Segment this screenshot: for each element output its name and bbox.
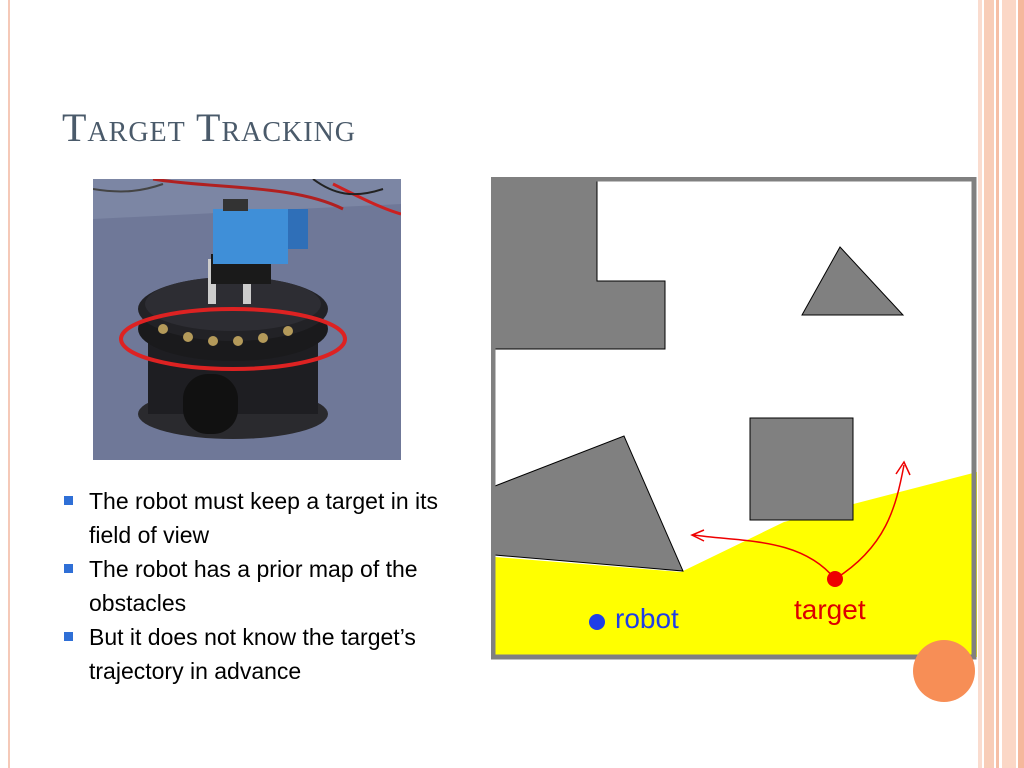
target-marker-icon [827, 571, 843, 587]
stripe [1018, 0, 1024, 768]
slide-title: Target Tracking [62, 105, 357, 150]
bullet-text: The robot must keep a target in its fiel… [89, 488, 439, 548]
map-svg: robot target [490, 176, 977, 661]
bullet-list: The robot must keep a target in its fiel… [62, 484, 442, 688]
stripe [978, 0, 982, 768]
robot-photo-illustration [93, 179, 401, 460]
bullet-item: The robot must keep a target in its fiel… [62, 484, 442, 552]
target-path-up [834, 464, 905, 580]
left-border-line [8, 0, 10, 768]
stripe [984, 0, 994, 768]
target-path-left [693, 534, 836, 580]
decorative-circle [913, 640, 975, 702]
bullet-text: The robot has a prior map of the obstacl… [89, 556, 418, 616]
stripe [996, 0, 999, 768]
map-frame [490, 176, 977, 660]
arrow-head-left-icon [690, 529, 705, 542]
target-label: target [794, 594, 866, 625]
stripe [1002, 0, 1016, 768]
decorative-stripes [978, 0, 1024, 768]
bullet-item: But it does not know the target’s trajec… [62, 620, 442, 688]
visible-region [495, 472, 977, 657]
environment-map: robot target [490, 176, 977, 661]
bullet-text: But it does not know the target’s trajec… [89, 624, 416, 684]
obstacle-triangle [801, 246, 905, 316]
arrow-head-up-icon [895, 460, 911, 476]
bullet-item: The robot has a prior map of the obstacl… [62, 552, 442, 620]
robot-marker-icon [589, 614, 605, 630]
bullet-square-icon [64, 564, 73, 573]
robot-photo [93, 179, 401, 460]
bullet-square-icon [64, 632, 73, 641]
obstacle-square [749, 417, 854, 521]
robot-label: robot [615, 603, 679, 634]
bullet-square-icon [64, 496, 73, 505]
